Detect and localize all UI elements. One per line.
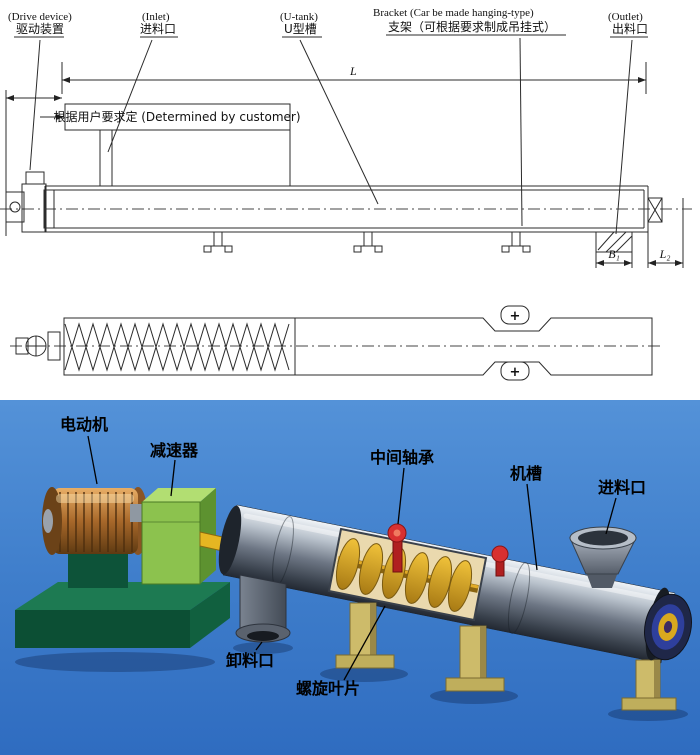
- dim-label-b1: B₁: [608, 247, 620, 261]
- label-leaders: [87, 435, 617, 681]
- motor-pedestal: [68, 548, 128, 588]
- dim-label-l2: L₂: [659, 247, 671, 261]
- grease-valve: [491, 545, 509, 577]
- label-middle-bearing: 中间轴承: [370, 448, 434, 467]
- hanger-tab-bottom-mark: +: [510, 365, 521, 380]
- end-cap: [644, 587, 692, 661]
- label-u-tank-zh: U型槽: [284, 22, 317, 36]
- shadows: [15, 642, 688, 721]
- screw-helix-b: [64, 322, 290, 372]
- label-inlet-en: (Inlet): [142, 11, 170, 23]
- label-bracket-zh: 支架（可根据要求制成吊挂式）: [388, 20, 556, 34]
- label-drive-device-zh: 驱动装置: [16, 22, 64, 36]
- leader-lines: [14, 34, 648, 235]
- dim-label-l: L: [349, 64, 357, 78]
- customer-note: 根据用户要求定 (Determined by customer): [53, 109, 300, 124]
- label-inlet-zh: 进料口: [140, 22, 176, 36]
- label-inlet: 进料口: [598, 478, 646, 497]
- label-bracket-en: Bracket (Car be made hanging-type): [373, 7, 534, 19]
- dimension-lines: [5, 62, 684, 268]
- inlet-funnel: [569, 526, 637, 588]
- label-reducer: 减速器: [150, 441, 199, 460]
- cutaway-window: [327, 527, 488, 622]
- conveyor-3d-illustration: 电动机 减速器 中间轴承 机槽 进料口 卸料口 螺旋叶片: [0, 400, 700, 755]
- label-casing: 机槽: [510, 464, 542, 483]
- base-platform: [15, 582, 230, 648]
- label-outlet-en: (Outlet): [608, 11, 643, 23]
- motor: [42, 487, 148, 588]
- screw-helix-a: [64, 322, 290, 372]
- label-drive-device-en: (Drive device): [8, 11, 72, 23]
- spiral-blades: [335, 538, 473, 612]
- label-motor: 电动机: [60, 415, 108, 434]
- middle-bearing: [387, 523, 407, 573]
- label-outlet-zh: 出料口: [612, 22, 648, 36]
- label-spiral-blade: 螺旋叶片: [296, 679, 360, 698]
- label-u-tank-en: (U-tank): [280, 11, 318, 23]
- hanger-tab-bottom: [500, 361, 530, 381]
- engineering-drawing: (Drive device) 驱动装置 (Inlet) 进料口 (U-tank)…: [0, 7, 692, 381]
- discharge-outlet: [235, 574, 291, 643]
- conveyor-body: [0, 129, 692, 253]
- hanger-tab-top-mark: +: [510, 309, 521, 324]
- hanger-tab-top: [500, 305, 530, 325]
- label-discharge: 卸料口: [226, 651, 274, 670]
- screw-view-drawing: [10, 305, 660, 381]
